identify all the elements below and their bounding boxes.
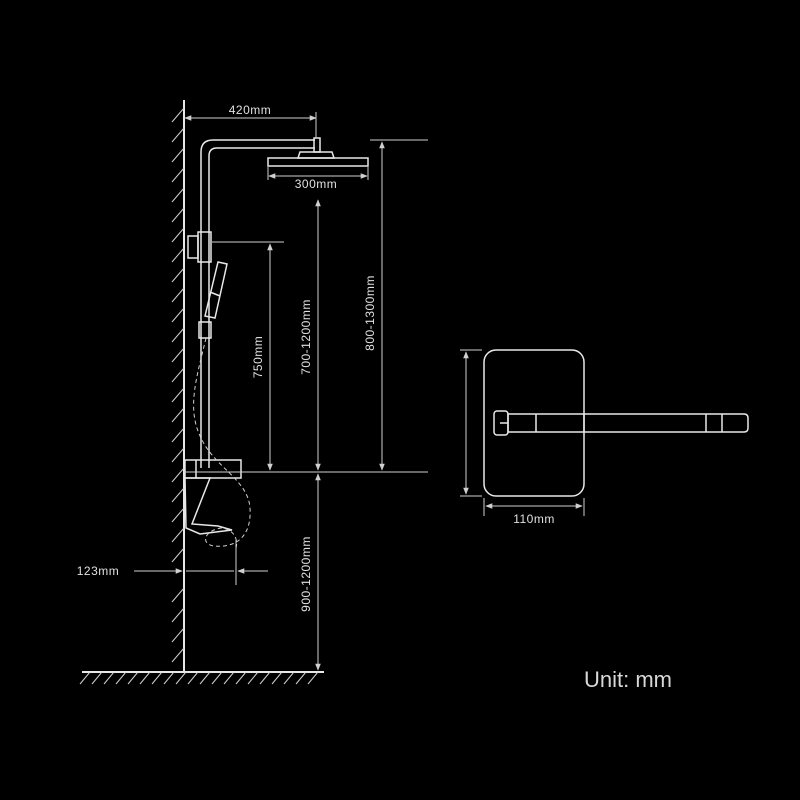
dim-total-height: 800-1300mm [363,141,385,471]
control-panel [483,349,749,497]
wall [171,100,185,672]
dim-arm-length: 420mm [184,103,317,138]
rain-shower-head [267,137,369,167]
dim-bar-height: 700-1200mm [299,199,321,471]
dim-panel-height [460,349,482,497]
shower-riser [187,139,315,468]
dim-mixer-height: 900-1200mm [299,473,321,671]
mixer-body [184,459,242,535]
dim-label-bar: 700-1200mm [299,299,313,375]
hose-line [193,337,251,549]
dim-label-offset: 123mm [77,564,120,578]
dim-panel-width: 110mm [483,498,585,526]
dim-label-total: 800-1300mm [363,275,377,351]
dim-label-panel: 110mm [513,512,555,526]
unit-label: Unit: mm [584,667,672,692]
dim-head-width: 300mm [267,167,369,191]
floor [79,671,324,685]
dim-label-arm: 420mm [229,103,272,117]
dim-label-handheld: 750mm [251,336,265,379]
dim-handheld-height: 750mm [251,243,273,471]
dim-label-mixer: 900-1200mm [299,536,313,612]
dim-wall-offset: 123mm [77,540,268,585]
reference-lines [184,139,428,473]
dim-label-head: 300mm [295,177,338,191]
hand-shower [204,261,228,319]
